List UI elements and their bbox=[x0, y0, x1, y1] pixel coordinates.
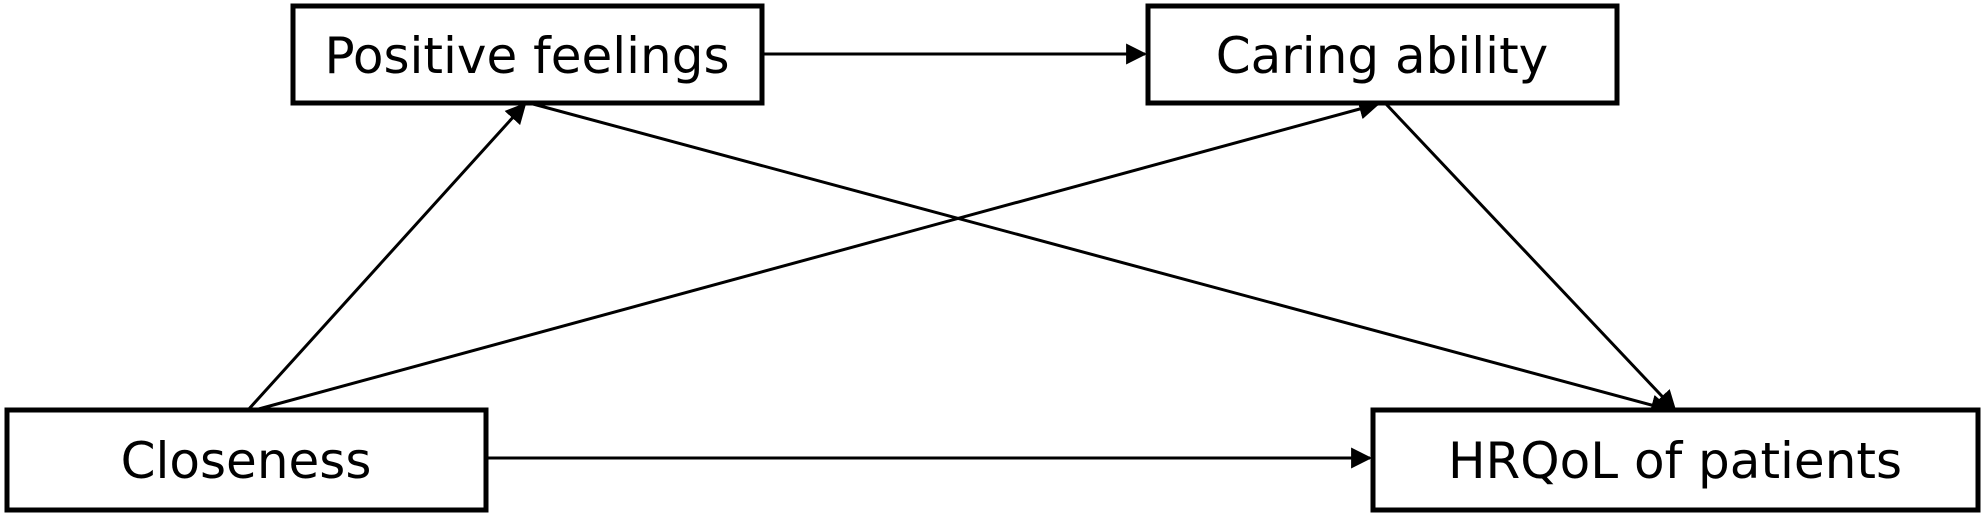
edge-positive-feelings-to-hrqol bbox=[532, 102, 1673, 416]
node-caring-ability: Caring ability bbox=[1145, 3, 1620, 106]
edges bbox=[246, 43, 1677, 469]
node-closeness: Closeness bbox=[4, 407, 489, 513]
edge-closeness-to-positive-feelings bbox=[246, 102, 527, 412]
node-closeness-label: Closeness bbox=[121, 432, 372, 490]
edge-caring-ability-to-hrqol bbox=[1384, 102, 1677, 412]
node-caring-ability-box bbox=[1145, 3, 1620, 106]
node-caring-ability-label: Caring ability bbox=[1216, 27, 1549, 85]
node-hrqol-of-patients-label: HRQoL of patients bbox=[1448, 432, 1902, 490]
node-hrqol-of-patients-box bbox=[1370, 407, 1981, 513]
node-positive-feelings: Positive feelings bbox=[290, 3, 765, 106]
node-positive-feelings-box bbox=[290, 3, 765, 106]
edge-closeness-to-caring-ability bbox=[254, 98, 1381, 412]
node-closeness-box bbox=[4, 407, 489, 513]
node-positive-feelings-label: Positive feelings bbox=[324, 27, 729, 85]
node-hrqol-of-patients: HRQoL of patients bbox=[1370, 407, 1981, 513]
